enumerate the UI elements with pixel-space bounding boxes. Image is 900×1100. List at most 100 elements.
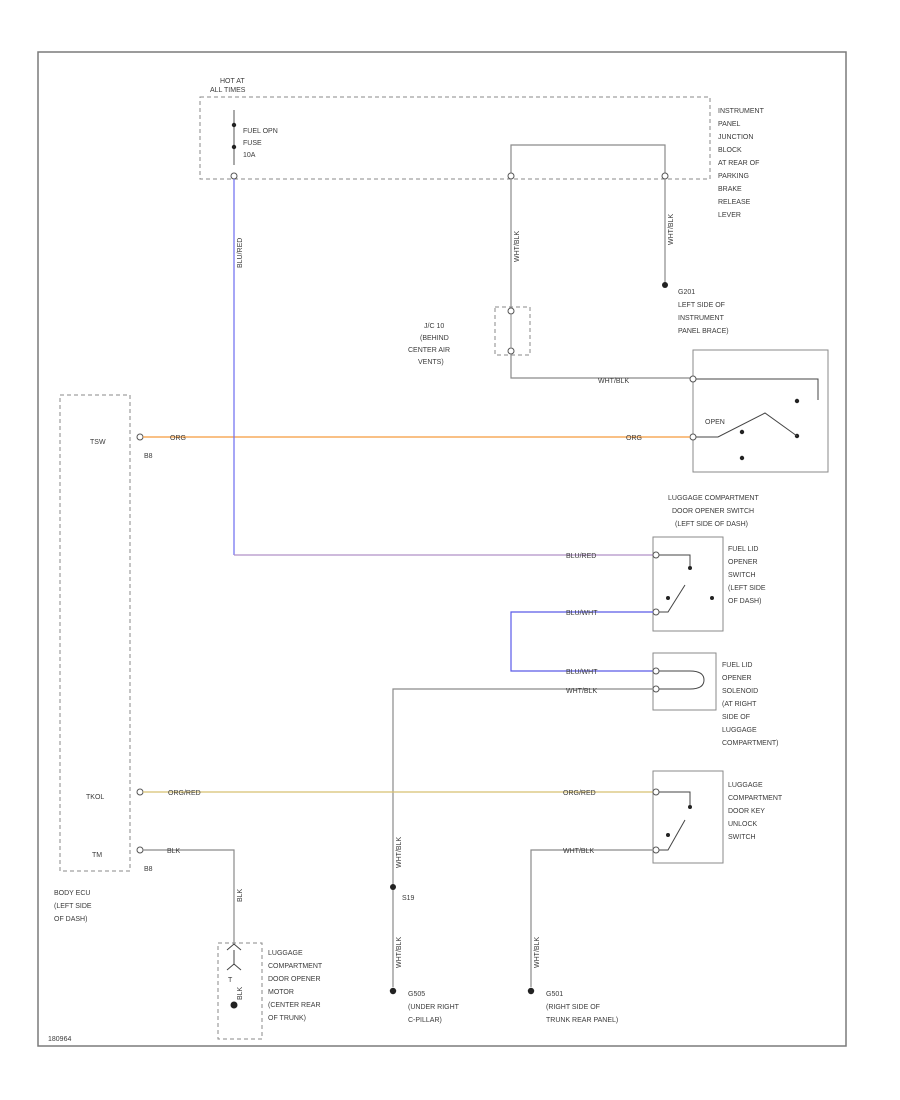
svg-text:OPENER: OPENER bbox=[722, 675, 752, 682]
svg-text:SWITCH: SWITCH bbox=[728, 572, 756, 579]
svg-text:(BEHIND: (BEHIND bbox=[420, 335, 449, 342]
svg-text:LUGGAGE COMPARTMENT: LUGGAGE COMPARTMENT bbox=[668, 495, 759, 502]
splice-s19 bbox=[390, 884, 396, 890]
svg-text:RELEASE: RELEASE bbox=[718, 199, 751, 206]
ipjb-internal-bus bbox=[510, 144, 666, 176]
trunk-switch-pin-2 bbox=[689, 433, 697, 441]
ecu-pin-tkol-label: TKOL bbox=[86, 794, 104, 801]
wire-jc-to-trunk-switch bbox=[510, 354, 693, 379]
svg-text:FUEL LID: FUEL LID bbox=[722, 662, 752, 669]
wire-label-blk-3: BLK bbox=[237, 986, 244, 1000]
ecu-tm-pin bbox=[136, 846, 144, 854]
splice-s19-label: S19 bbox=[402, 895, 415, 902]
diagram-id: 180964 bbox=[48, 1036, 71, 1043]
svg-text:SIDE OF: SIDE OF bbox=[722, 714, 750, 721]
svg-text:G501: G501 bbox=[546, 991, 563, 998]
svg-text:CENTER AIR: CENTER AIR bbox=[408, 347, 450, 354]
key-switch-pin-1 bbox=[652, 788, 660, 796]
fuse-word-label: FUSE bbox=[243, 140, 262, 147]
svg-text:COMPARTMENT: COMPARTMENT bbox=[728, 795, 783, 802]
wire-label-blk-2: BLK bbox=[237, 888, 244, 902]
wire-blk-motor bbox=[143, 849, 235, 945]
diagram-border bbox=[37, 51, 847, 1047]
svg-text:(CENTER REAR: (CENTER REAR bbox=[268, 1002, 321, 1009]
wire-label-wht-blk-main: WHT/BLK bbox=[566, 688, 597, 695]
ecu-connector-label-1: B8 bbox=[144, 453, 153, 460]
junction-connector-jc10 bbox=[494, 306, 531, 356]
svg-text:(LEFT SIDE OF DASH): (LEFT SIDE OF DASH) bbox=[675, 521, 748, 528]
wire-label-wht-blk-trunk: WHT/BLK bbox=[598, 378, 629, 385]
trunk-switch-open-label: OPEN bbox=[705, 419, 725, 426]
fuel-lid-opener-solenoid bbox=[652, 652, 717, 711]
wire-solenoid-ground bbox=[392, 688, 653, 987]
svg-text:AT REAR OF: AT REAR OF bbox=[718, 160, 759, 167]
svg-text:COMPARTMENT): COMPARTMENT) bbox=[722, 740, 779, 747]
svg-text:TRUNK REAR PANEL): TRUNK REAR PANEL) bbox=[546, 1017, 618, 1024]
svg-text:(LEFT SIDE: (LEFT SIDE bbox=[728, 585, 766, 592]
wire-label-wht-blk-v1: WHT/BLK bbox=[396, 837, 403, 868]
fuel-lid-opener-switch bbox=[652, 536, 724, 632]
svg-text:OF DASH): OF DASH) bbox=[728, 598, 761, 605]
fuse-name-label: FUEL OPN bbox=[243, 128, 278, 135]
svg-text:PANEL BRACE): PANEL BRACE) bbox=[678, 328, 729, 335]
svg-text:DOOR KEY: DOOR KEY bbox=[728, 808, 765, 815]
svg-text:PANEL: PANEL bbox=[718, 121, 741, 128]
jc10-label: J/C 10 (BEHIND CENTER AIR VENTS) bbox=[408, 323, 450, 366]
key-switch-blade bbox=[659, 819, 686, 851]
wire-label-org-1: ORG bbox=[170, 435, 186, 442]
wire-label-blk-1: BLK bbox=[167, 848, 181, 855]
luggage-door-key-unlock-switch bbox=[652, 770, 724, 864]
svg-text:MOTOR: MOTOR bbox=[268, 989, 294, 996]
svg-text:DOOR OPENER: DOOR OPENER bbox=[268, 976, 321, 983]
svg-text:BODY ECU: BODY ECU bbox=[54, 890, 90, 897]
svg-text:OF DASH): OF DASH) bbox=[54, 916, 87, 923]
key-switch-label: LUGGAGE COMPARTMENT DOOR KEY UNLOCK SWIT… bbox=[728, 782, 783, 841]
fuel-opener-fuse bbox=[230, 110, 238, 180]
ipjb-pin-right bbox=[661, 172, 669, 180]
svg-text:OF TRUNK): OF TRUNK) bbox=[268, 1015, 306, 1022]
motor-ground-point bbox=[230, 1001, 238, 1009]
fuse-rating-label: 10A bbox=[243, 152, 256, 159]
svg-text:LEFT SIDE OF: LEFT SIDE OF bbox=[678, 302, 725, 309]
ground-g501-label: G501 (RIGHT SIDE OF TRUNK REAR PANEL) bbox=[546, 991, 618, 1024]
svg-text:JUNCTION: JUNCTION bbox=[718, 134, 753, 141]
ipjb-label: INSTRUMENT PANEL JUNCTION BLOCK AT REAR … bbox=[718, 108, 765, 219]
fuel-switch-label: FUEL LID OPENER SWITCH (LEFT SIDE OF DAS… bbox=[728, 546, 766, 605]
svg-text:G201: G201 bbox=[678, 289, 695, 296]
luggage-door-opener-motor bbox=[217, 942, 263, 1040]
wire-label-wht-blk-g501: WHT/BLK bbox=[534, 937, 541, 968]
svg-text:FUEL LID: FUEL LID bbox=[728, 546, 758, 553]
wire-label-wht-blk-v2: WHT/BLK bbox=[396, 937, 403, 968]
svg-text:PARKING: PARKING bbox=[718, 173, 749, 180]
ecu-pin-tsw-label: TSW bbox=[90, 439, 106, 446]
svg-text:C-PILLAR): C-PILLAR) bbox=[408, 1017, 442, 1024]
ecu-tsw-pin bbox=[136, 433, 144, 441]
wire-blu-wht bbox=[510, 611, 653, 672]
ecu-pin-tm-label: TM bbox=[92, 852, 102, 859]
ipjb-pin-left bbox=[507, 172, 515, 180]
svg-text:INSTRUMENT: INSTRUMENT bbox=[678, 315, 725, 322]
svg-text:DOOR OPENER SWITCH: DOOR OPENER SWITCH bbox=[672, 508, 754, 515]
solenoid-pin-2 bbox=[652, 685, 660, 693]
trunk-switch-pin-1 bbox=[689, 375, 697, 383]
wire-label-wht-blk-2: WHT/BLK bbox=[514, 231, 521, 262]
svg-text:(AT RIGHT: (AT RIGHT bbox=[722, 701, 757, 708]
motor-connector-label: T bbox=[228, 977, 233, 984]
svg-text:G505: G505 bbox=[408, 991, 425, 998]
svg-text:BLOCK: BLOCK bbox=[718, 147, 742, 154]
ground-g201-point bbox=[662, 282, 668, 288]
svg-text:SWITCH: SWITCH bbox=[728, 834, 756, 841]
svg-text:SOLENOID: SOLENOID bbox=[722, 688, 758, 695]
body-ecu-label: BODY ECU (LEFT SIDE OF DASH) bbox=[54, 890, 92, 923]
motor-label: LUGGAGE COMPARTMENT DOOR OPENER MOTOR (C… bbox=[268, 950, 323, 1022]
wire-label-blu-red-h: BLU/RED bbox=[566, 553, 596, 560]
wire-label-blu-red-v: BLU/RED bbox=[237, 238, 244, 268]
wire-label-blu-wht-2: BLU/WHT bbox=[566, 669, 598, 676]
jc-pin-top bbox=[507, 307, 515, 315]
svg-text:(RIGHT SIDE OF: (RIGHT SIDE OF bbox=[546, 1004, 600, 1011]
svg-text:OPENER: OPENER bbox=[728, 559, 758, 566]
fuel-switch-blade bbox=[659, 584, 686, 613]
svg-text:UNLOCK: UNLOCK bbox=[728, 821, 758, 828]
luggage-door-opener-switch bbox=[692, 349, 829, 473]
